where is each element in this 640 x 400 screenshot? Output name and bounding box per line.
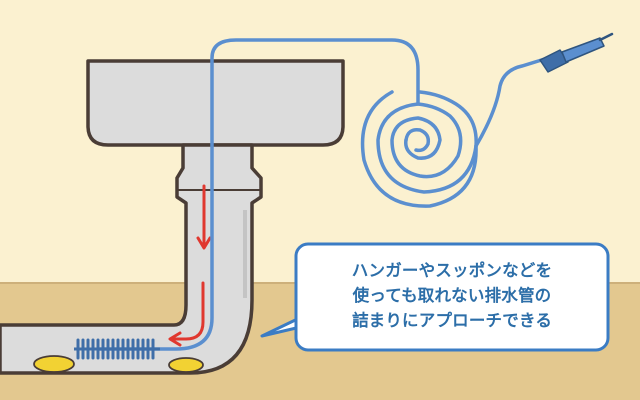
callout-text: ハンガーやスッポンなどを 使っても取れない排水管の 詰まりにアプローチできる	[306, 258, 598, 333]
cable-coil	[376, 90, 478, 194]
debris-clog	[168, 357, 204, 373]
brush-head-icon	[74, 338, 160, 360]
drain-cleaning-cable-tail	[474, 56, 550, 148]
flow-arrow	[168, 281, 205, 347]
callout-line: 詰まりにアプローチできる	[351, 311, 553, 330]
callout-line: 使っても取れない排水管の	[352, 286, 552, 305]
drain-pipe	[0, 143, 263, 375]
drain-cleaning-cable	[96, 38, 463, 351]
callout-box	[294, 242, 610, 352]
cable-handle	[539, 32, 614, 73]
cable-coil	[360, 90, 478, 208]
debris-clog	[33, 355, 75, 373]
flow-arrow	[196, 184, 212, 250]
callout-line: ハンガーやスッポンなどを	[351, 261, 553, 280]
cable-coil	[404, 127, 431, 153]
sink-basin	[86, 59, 345, 147]
